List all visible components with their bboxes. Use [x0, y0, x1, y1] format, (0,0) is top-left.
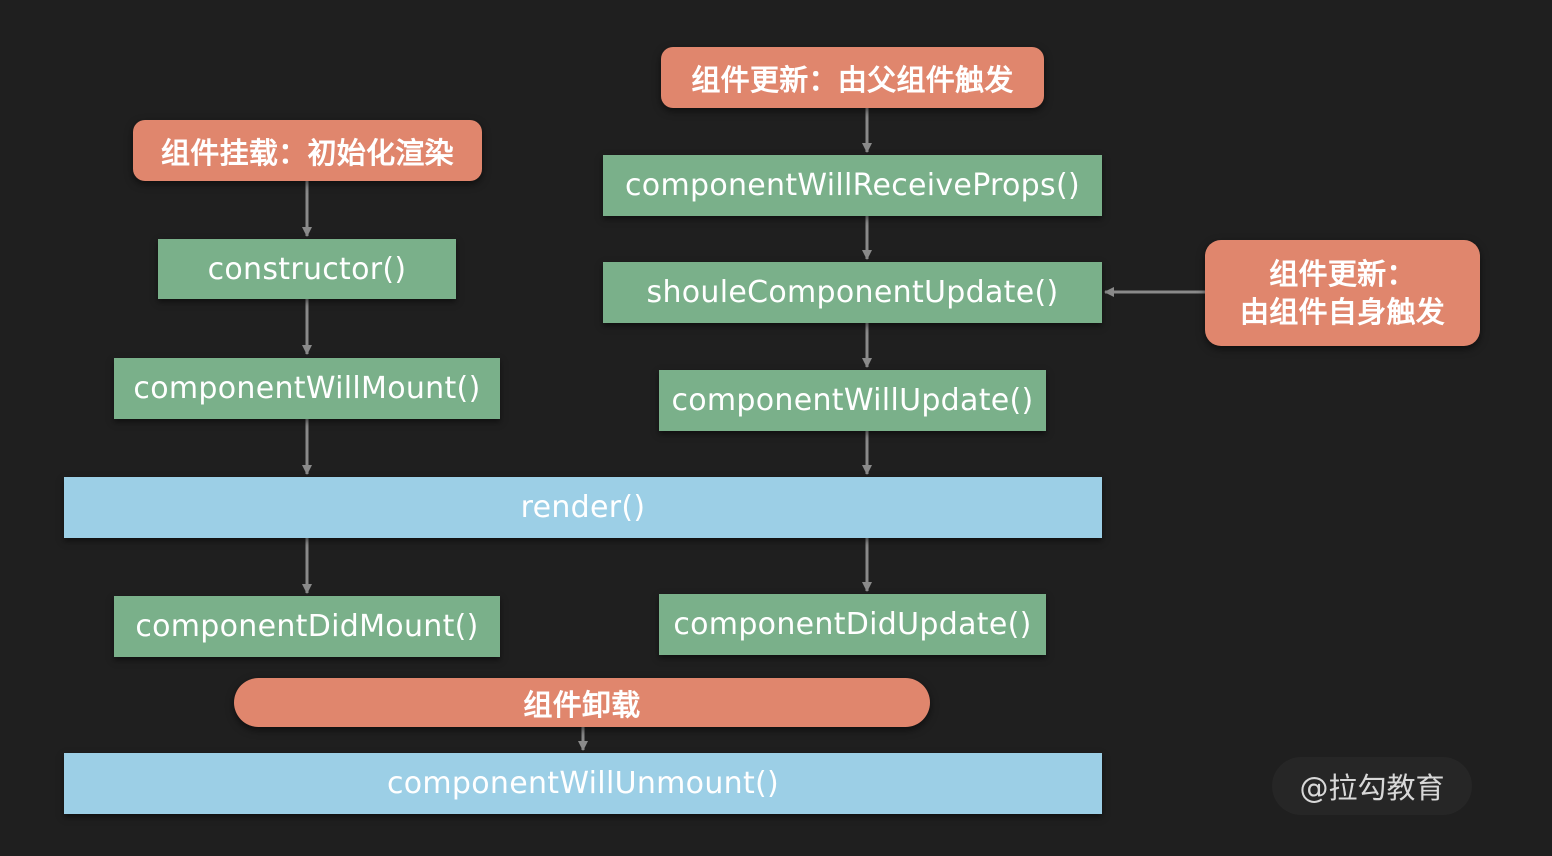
should-component-update-node: shouleComponentUpdate(): [603, 262, 1102, 323]
component-will-receive-props-node: componentWillReceiveProps(): [603, 155, 1102, 216]
constructor-node: constructor(): [158, 239, 456, 299]
component-will-unmount-node: componentWillUnmount(): [64, 753, 1102, 814]
self-update-line1: 组件更新：: [1269, 257, 1416, 291]
component-will-update-node: componentWillUpdate(): [659, 370, 1046, 431]
watermark-label: @拉勾教育: [1272, 757, 1472, 815]
render-node: render(): [64, 477, 1102, 538]
self-update-line2: 由组件自身触发: [1239, 295, 1446, 329]
self-update-trigger: 组件更新： 由组件自身触发: [1205, 240, 1480, 346]
component-did-update-node: componentDidUpdate(): [659, 594, 1046, 655]
component-did-mount-node: componentDidMount(): [114, 596, 500, 657]
unmount-trigger: 组件卸载: [234, 678, 930, 727]
mount-trigger: 组件挂载：初始化渲染: [133, 120, 482, 181]
parent-update-trigger: 组件更新：由父组件触发: [661, 47, 1044, 108]
component-will-mount-node: componentWillMount(): [114, 358, 500, 419]
